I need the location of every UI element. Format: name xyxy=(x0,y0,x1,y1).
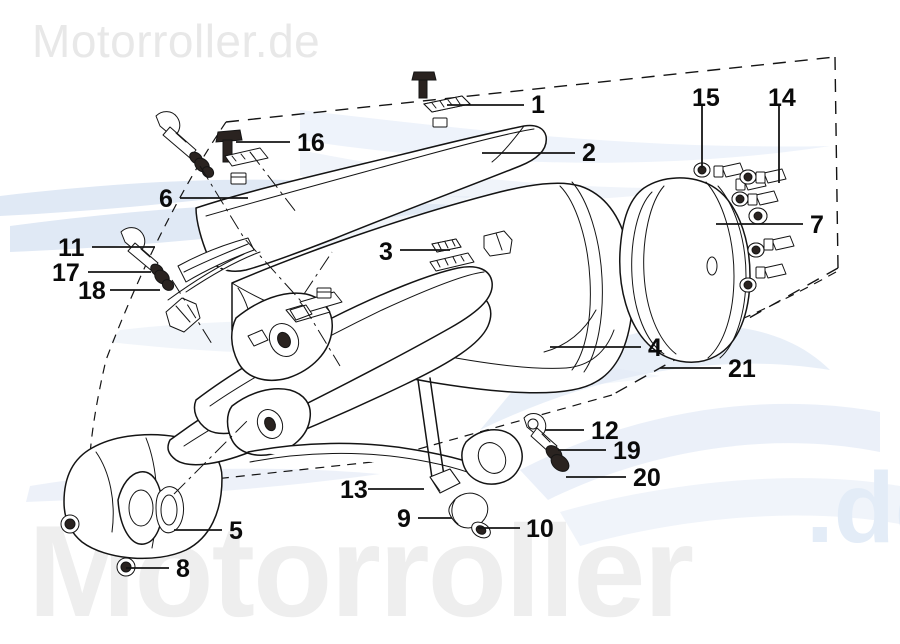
technical-drawing-layer: .ln { fill:none; stroke:#141414; stroke-… xyxy=(60,56,839,577)
bolt-part-11-upper xyxy=(155,111,215,178)
callout-number-14: 14 xyxy=(768,84,796,112)
callout-leader-lines xyxy=(88,104,803,569)
callout-number-15: 15 xyxy=(692,84,720,112)
callout-number-4: 4 xyxy=(648,334,662,362)
callout-number-2: 2 xyxy=(582,139,596,167)
bolt-part-12 xyxy=(523,413,570,472)
callout-number-10: 10 xyxy=(526,515,554,543)
callout-number-12: 12 xyxy=(591,417,619,445)
swingarm-assembly xyxy=(60,266,523,577)
callout-number-9: 9 xyxy=(397,505,411,533)
callout-number-7: 7 xyxy=(810,211,824,239)
center-lines xyxy=(171,151,341,495)
callout-number-5: 5 xyxy=(229,517,243,545)
callout-number-6: 6 xyxy=(159,185,173,213)
bolt-top-1 xyxy=(411,71,437,99)
callout-number-3: 3 xyxy=(379,238,393,266)
callout-number-8: 8 xyxy=(176,555,190,583)
callout-number-1: 1 xyxy=(531,91,545,119)
clamp-part-1 xyxy=(422,95,472,128)
misc-small-hardware xyxy=(165,237,313,333)
block-part-6 xyxy=(230,172,247,185)
callout-number-13: 13 xyxy=(340,476,368,504)
callout-number-11: 11 xyxy=(58,234,85,262)
watermark-top-text: Motorroller.de xyxy=(32,15,321,67)
callout-number-20: 20 xyxy=(633,464,661,492)
watermark-corner-text: .de xyxy=(806,452,900,564)
heat-shield-part-2 xyxy=(195,124,548,272)
hardware-cluster-right xyxy=(693,162,795,293)
callout-number-18: 18 xyxy=(78,277,106,305)
bushing-parts-13-9-10 xyxy=(429,468,491,539)
callout-number-17: 17 xyxy=(52,259,80,287)
callout-number-19: 19 xyxy=(613,437,641,465)
bolt-part-16 xyxy=(215,129,243,163)
callout-number-16: 16 xyxy=(297,129,325,157)
callout-number-21: 21 xyxy=(728,355,756,383)
parts-diagram-canvas: Motorroller.de Motorroller .de .ln { fil… xyxy=(0,15,900,636)
